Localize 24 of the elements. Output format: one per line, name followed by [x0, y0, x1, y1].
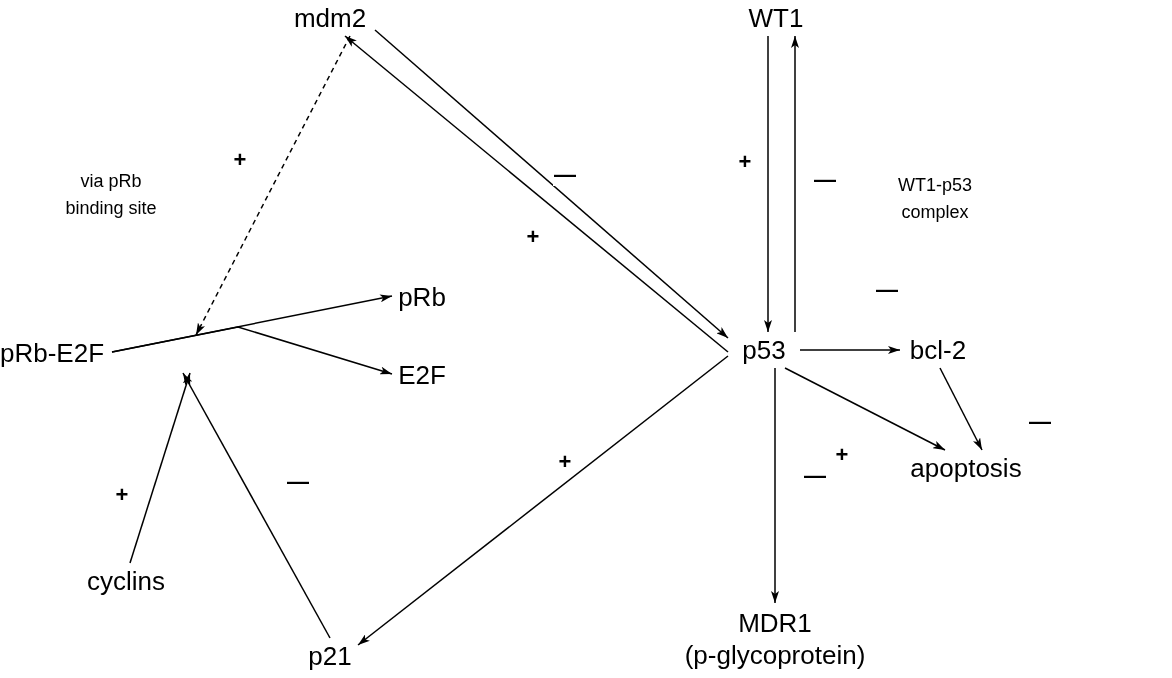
arrow [129, 372, 191, 564]
dashed-arrow [195, 35, 351, 336]
node-label: E2F [392, 358, 452, 392]
arrow [939, 367, 983, 451]
annotation-text: via pRb binding site [64, 170, 158, 220]
arrow [784, 367, 946, 451]
arrow [182, 372, 331, 639]
node-label: bcl-2 [900, 332, 976, 368]
arrow [771, 367, 779, 604]
node-label: pRb-E2F [0, 333, 200, 373]
node-label: MDR1 (p-glycoprotein) [680, 603, 870, 675]
node-label: apoptosis [908, 450, 1024, 486]
node-label: mdm2 [285, 0, 375, 36]
arrow [791, 35, 799, 333]
arrow [357, 355, 729, 646]
node-label: WT1 [745, 0, 807, 36]
node-label: p53 [728, 332, 800, 368]
annotation-text: WT1-p53 complex [897, 174, 973, 224]
node-label: cyclins [76, 563, 176, 599]
node-label: pRb [392, 280, 452, 314]
arrow [799, 346, 901, 354]
arrow [111, 326, 393, 375]
arrow [764, 35, 772, 333]
node-label: p21 [302, 638, 358, 674]
